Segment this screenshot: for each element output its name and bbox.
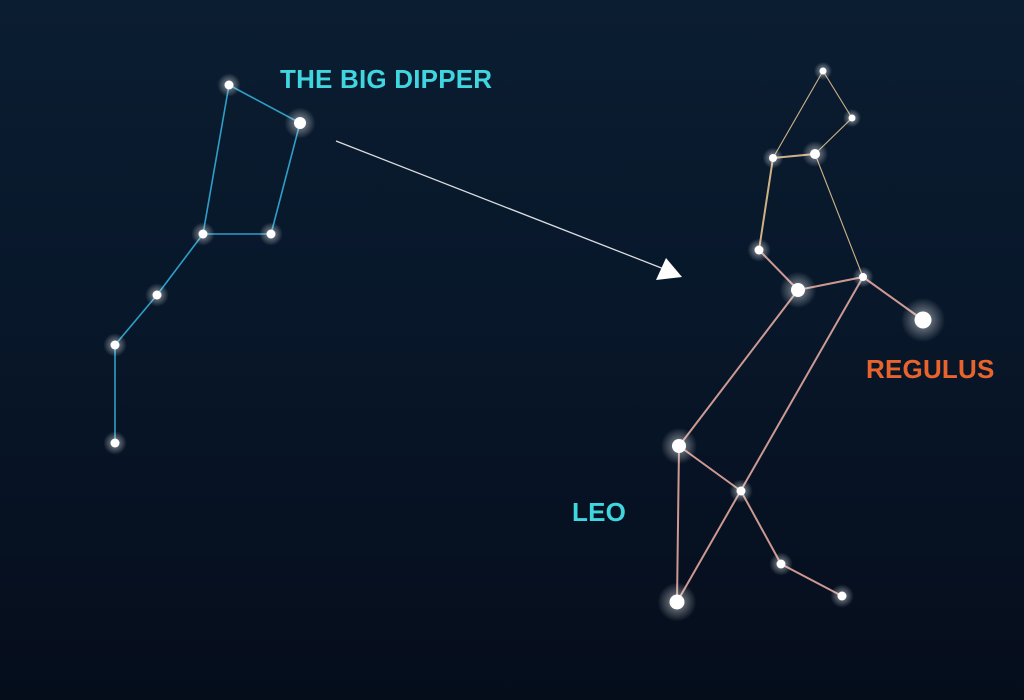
star-merak bbox=[294, 117, 306, 129]
big-dipper-stars bbox=[103, 73, 316, 455]
star-alkaid bbox=[110, 438, 120, 448]
big-dipper-lines bbox=[114, 84, 301, 443]
leo-line-head-mid-eta bbox=[814, 153, 864, 278]
star-algieba bbox=[791, 283, 805, 297]
leo-line-zosma-denebola bbox=[676, 445, 680, 603]
star-head-mid bbox=[810, 149, 820, 159]
pointer-arrow-head bbox=[656, 258, 682, 280]
star-head-right bbox=[848, 114, 856, 122]
leo-line-head-top-head-right bbox=[822, 70, 853, 119]
leo-line-algieba-zosma bbox=[678, 289, 799, 447]
star-eta bbox=[859, 273, 867, 281]
star-alioth bbox=[152, 290, 162, 300]
star-leg-2 bbox=[837, 591, 847, 601]
dipper-line-merak-phecda bbox=[270, 122, 301, 235]
dipper-line-megrez-alioth bbox=[156, 233, 204, 296]
leo-line-head-top-head-left bbox=[772, 70, 824, 159]
star-leg-1 bbox=[776, 559, 786, 569]
leo-line-eta-denebola bbox=[676, 276, 864, 603]
pointer-arrow-shaft bbox=[335, 140, 665, 270]
star-megrez bbox=[198, 229, 208, 239]
star-head-top bbox=[819, 67, 827, 75]
star-mizar bbox=[110, 340, 120, 350]
star-regulus bbox=[914, 311, 932, 329]
star-phecda bbox=[266, 229, 276, 239]
leo-lines bbox=[676, 70, 924, 603]
star-denebola bbox=[669, 594, 685, 610]
star-zosma bbox=[672, 439, 686, 453]
dipper-line-megrez-dubhe bbox=[202, 84, 230, 235]
star-chertan bbox=[736, 486, 746, 496]
leo-stars bbox=[657, 61, 946, 622]
regulus-label: REGULUS bbox=[866, 354, 995, 384]
star-head-left bbox=[769, 154, 777, 162]
star-mane bbox=[754, 245, 764, 255]
leo-line-chertan-leg-1 bbox=[740, 490, 782, 565]
leo-label: LEO bbox=[572, 497, 627, 527]
big-dipper-title: THE BIG DIPPER bbox=[280, 64, 493, 94]
star-dubhe bbox=[224, 80, 234, 90]
leo-line-head-left-mane bbox=[758, 157, 774, 251]
pointer-arrow bbox=[335, 140, 682, 280]
